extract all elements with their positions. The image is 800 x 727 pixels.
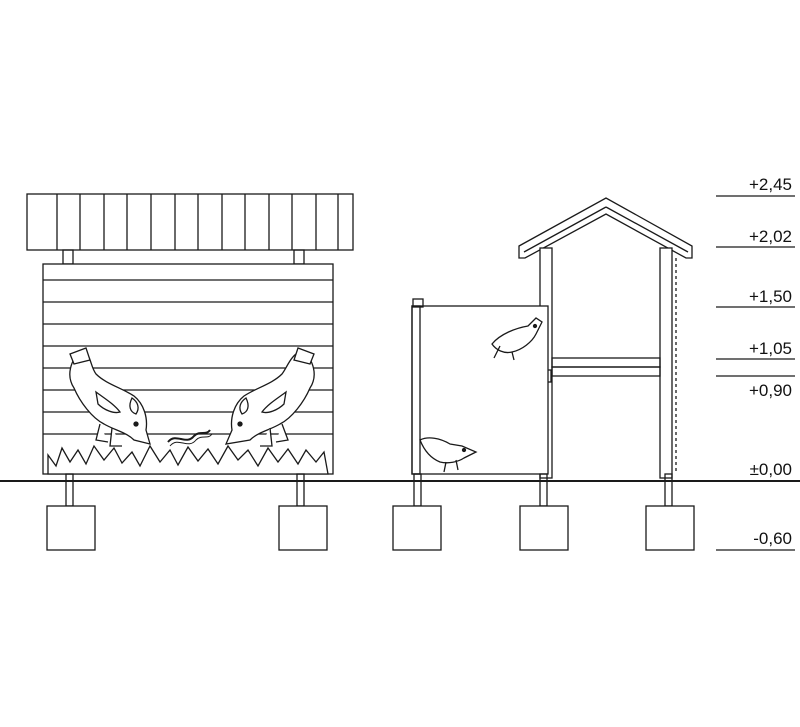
front-post-left: [65, 473, 74, 507]
roof-support-right: [293, 249, 305, 265]
front-elevation: [26, 193, 354, 551]
chicken-right-icon: [224, 347, 315, 447]
footing-3: [392, 505, 442, 551]
level-label-6: ±0,00: [750, 460, 792, 479]
side-post-3: [664, 473, 673, 507]
footing-1: [46, 505, 96, 551]
level-label-5: +0,90: [749, 381, 792, 400]
chicken-left-icon: [69, 347, 151, 447]
worm-icon: [167, 429, 211, 443]
side-frame-right: [659, 247, 673, 479]
level-markers: [716, 195, 795, 551]
grass-cutout: [47, 444, 329, 475]
chicken-small-lower-icon: [419, 437, 478, 473]
footing-5: [645, 505, 695, 551]
side-elevation: [392, 197, 695, 551]
level-labels: +2,45 +2,02 +1,50 +1,05 +0,90 ±0,00 -0,6…: [749, 175, 792, 548]
roof-support-left: [62, 249, 74, 265]
side-post-1: [413, 473, 422, 507]
chicken-small-upper-icon: [491, 317, 543, 361]
roof-board-lines: [56, 194, 339, 250]
footing-2: [278, 505, 328, 551]
side-gable-roof: [518, 197, 693, 259]
level-label-1: +2,45: [749, 175, 792, 194]
side-post-2: [539, 473, 548, 507]
side-crossbar: [551, 357, 661, 368]
level-label-7: -0,60: [753, 529, 792, 548]
level-label-2: +2,02: [749, 227, 792, 246]
front-post-right: [296, 473, 305, 507]
hinge: [412, 298, 424, 308]
front-roof: [26, 193, 354, 251]
level-label-4: +1,05: [749, 339, 792, 358]
level-label-3: +1,50: [749, 287, 792, 306]
footing-4: [519, 505, 569, 551]
